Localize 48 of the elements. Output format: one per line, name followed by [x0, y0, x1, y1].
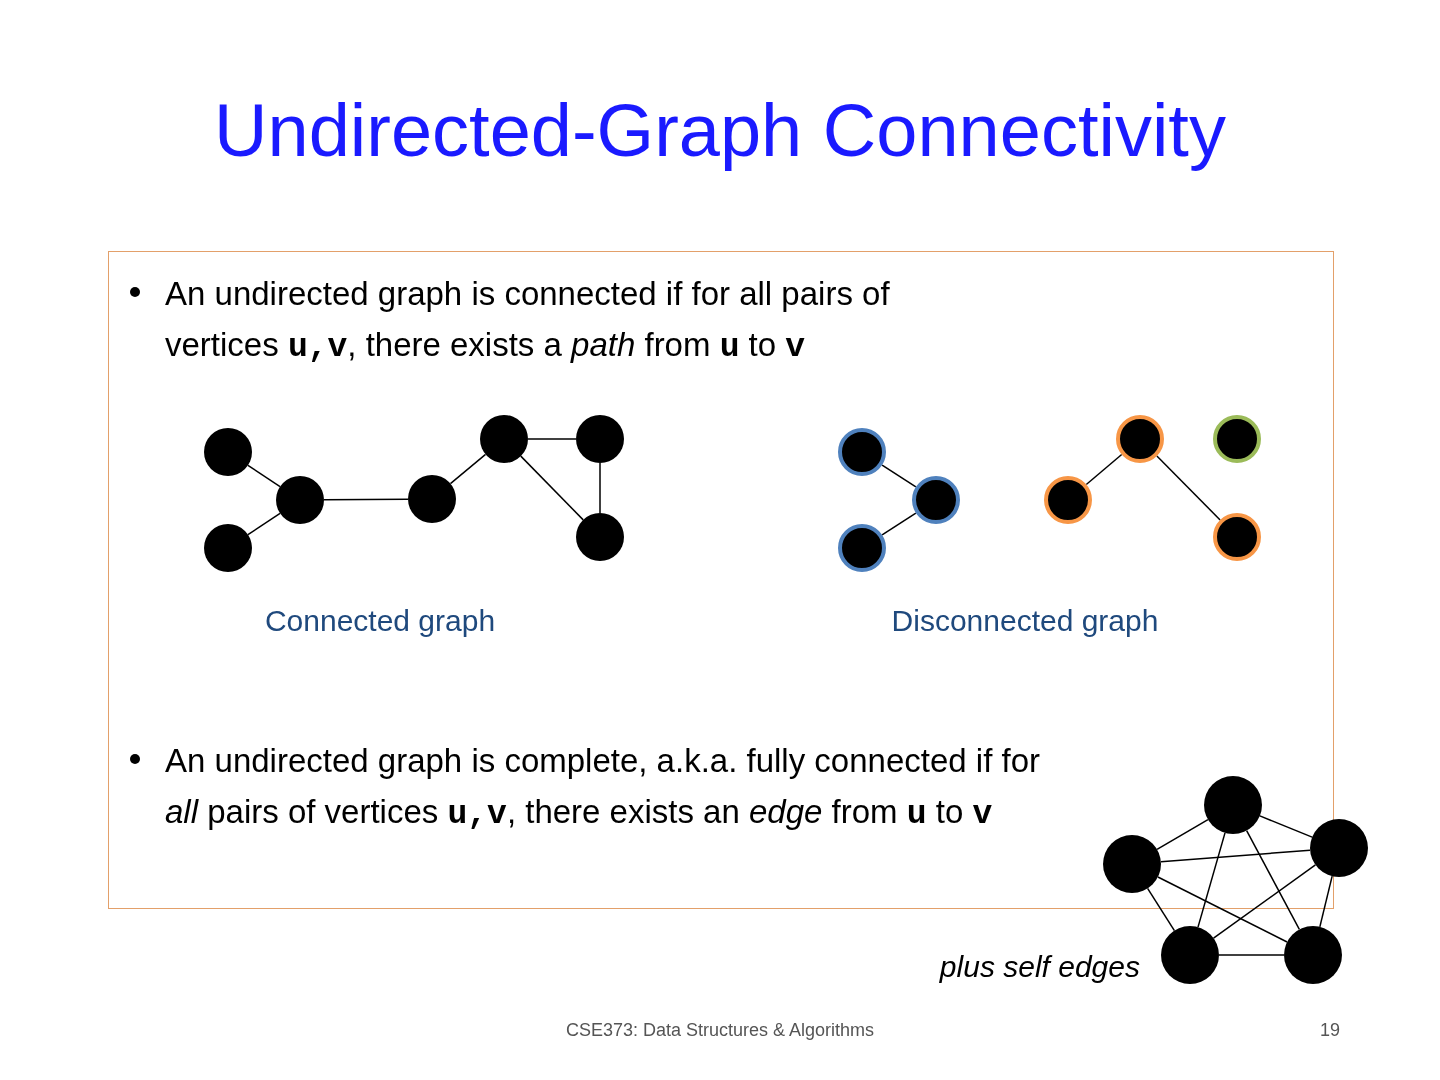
graph-vertex [1116, 415, 1164, 463]
graph-vertex [1213, 415, 1261, 463]
graph-edge [527, 438, 577, 440]
graph-vertex [1161, 926, 1219, 984]
graph-vertex [1284, 926, 1342, 984]
bullet-text: An undirected graph is complete, a.k.a. fully connected if for all pairs of vertices u,v, there exists an edge from u to v [165, 741, 1041, 836]
graph-edge [599, 462, 601, 514]
graph-edge [247, 464, 281, 488]
graph-vertex [1044, 476, 1092, 524]
graph-edge [520, 455, 584, 521]
graph-vertex [204, 524, 252, 572]
graph-edge [1197, 832, 1226, 928]
graph-edge [1146, 887, 1176, 932]
graph-edge [1212, 864, 1317, 939]
graph-edge [1085, 453, 1123, 486]
note-text: plus self edges [938, 950, 1140, 984]
footer-text: CSE373: Data Structures & Algorithms [564, 1020, 876, 1041]
graph-edge [1157, 876, 1288, 943]
graph-edge [1160, 849, 1311, 863]
graph-edge [247, 512, 281, 536]
page-number: 19 [1318, 1020, 1340, 1041]
graph-edge [1156, 455, 1221, 521]
graph-vertex [838, 428, 886, 476]
graph-vertex [576, 415, 624, 463]
slide-title: Undirected-Graph Connectivity [213, 88, 1227, 173]
graph-edge [449, 453, 487, 485]
graph-vertex [408, 475, 456, 523]
graph-edge [1245, 829, 1301, 931]
graph-vertex [576, 513, 624, 561]
graph-vertex [1103, 835, 1161, 893]
graph-vertex [1204, 776, 1262, 834]
graph-caption: Disconnected graph [890, 604, 1160, 638]
graph-vertex [1213, 513, 1261, 561]
graph-edge [323, 498, 409, 501]
graph-edge [881, 512, 917, 536]
graph-caption: Connected graph [263, 604, 497, 638]
graph-vertex [276, 476, 324, 524]
graph-vertex [838, 524, 886, 572]
graph-vertex [480, 415, 528, 463]
graph-edge [881, 464, 917, 488]
graph-edge [1259, 815, 1313, 838]
graph-edge [1156, 818, 1209, 851]
graph-edge [1319, 875, 1333, 928]
graph-edge [1218, 954, 1285, 956]
bullet-text: An undirected graph is connected if for all pairs of vertices u,v, there exists a path from u to v [165, 274, 891, 369]
graph-vertex [912, 476, 960, 524]
graph-vertex [204, 428, 252, 476]
graph-vertex [1310, 819, 1368, 877]
